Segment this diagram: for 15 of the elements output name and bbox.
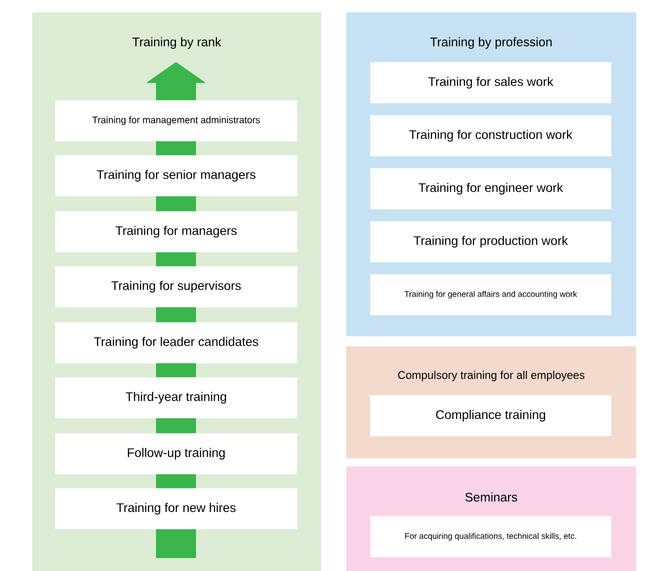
text-box: Third-year training <box>55 377 298 418</box>
text-box: Follow-up training <box>55 433 298 474</box>
text-box: Training for leader candidates <box>55 322 298 364</box>
text-box: Training for senior managers <box>55 155 298 196</box>
text-box: Compliance training <box>370 395 612 436</box>
text-box: Training for managers <box>55 211 298 252</box>
text-box: Training for production work <box>370 221 612 262</box>
text-box: Training for sales work <box>370 62 612 104</box>
text-box: Training for construction work <box>370 115 612 156</box>
text-box: Training for management administrators <box>55 100 298 142</box>
text-box: Training for new hires <box>55 488 298 530</box>
text-box: Training for general affairs and accounting work <box>370 274 612 316</box>
text-box: For acquiring qualifications, technical skills, etc. <box>370 516 612 558</box>
text-box: Training for supervisors <box>55 266 298 308</box>
text-box: Training for engineer work <box>370 168 612 210</box>
